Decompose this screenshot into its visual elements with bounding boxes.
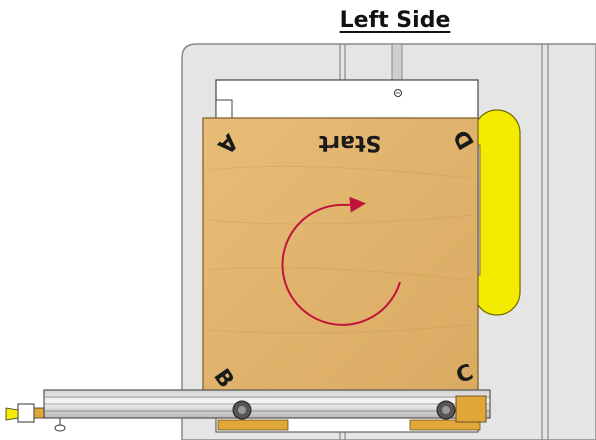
left-clamp-knob[interactable] [232,400,252,420]
sled-back-fence [215,79,479,121]
plywood-board [202,117,479,399]
rotation-arrow [281,196,401,326]
fence-stop-block[interactable] [455,395,487,423]
sled-front-rail [43,389,491,433]
start-label: Start [318,130,382,155]
right-clamp-knob[interactable] [436,400,456,420]
page-title: Left Side [339,8,451,33]
end-stop-assembly [5,403,66,432]
